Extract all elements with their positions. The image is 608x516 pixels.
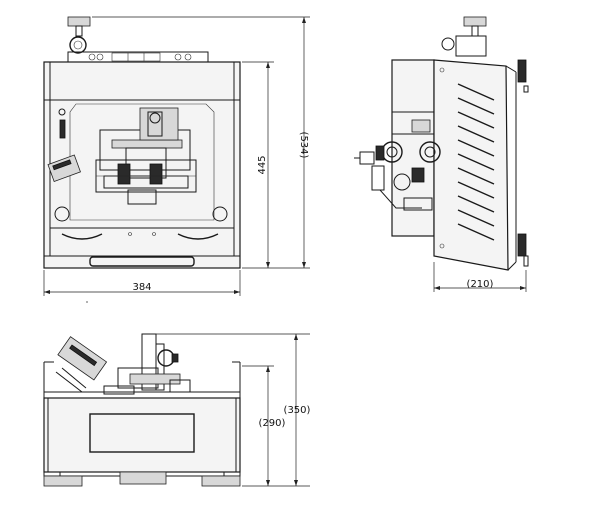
front-view [43,16,241,269]
side-depth-label: (210) [467,279,494,290]
bottom-height-label: (290) [259,418,286,429]
dimension-side-depth: (210) [433,262,527,292]
overall-height-label: (534) [298,132,309,159]
front-height-label: 445 [257,155,268,174]
bottom-view [43,333,241,487]
side-louver-panel [433,59,517,271]
dimension-front-height: 445 [242,61,310,269]
front-width-label: 384 [132,282,151,293]
side-view [354,16,529,271]
dimension-bottom-height: (290) [242,365,310,487]
dimension-overall-height: (534) [92,16,310,268]
dimension-front-width: 384 [43,270,241,303]
dimension-bottom-overall: (350) [150,333,311,486]
bottom-overall-label: (350) [284,405,311,416]
